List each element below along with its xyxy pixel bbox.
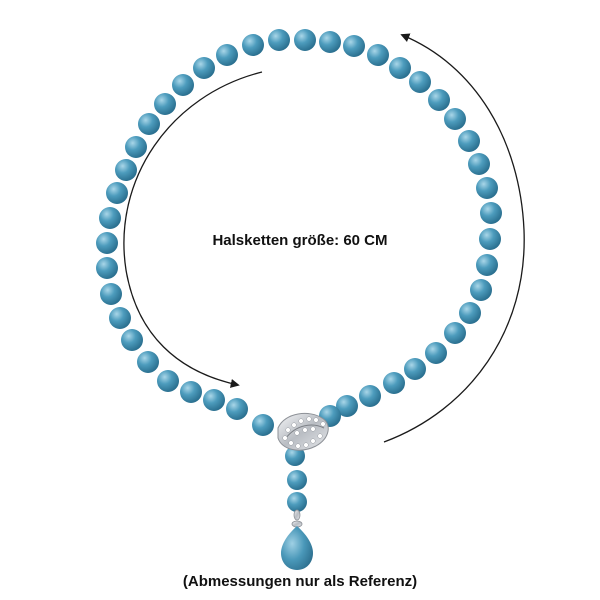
pearl-bead bbox=[343, 35, 365, 57]
pearl-bead bbox=[319, 31, 341, 53]
pearl-bead bbox=[480, 202, 502, 224]
pearl-bead bbox=[470, 279, 492, 301]
pearl-bead bbox=[242, 34, 264, 56]
right-measure-arrow bbox=[383, 33, 525, 443]
pearl-bead bbox=[154, 93, 176, 115]
pearl-bead bbox=[100, 283, 122, 305]
pearl-bead bbox=[367, 44, 389, 66]
pearl-bead bbox=[203, 389, 225, 411]
pearl-bead bbox=[409, 71, 431, 93]
pendant-link bbox=[291, 509, 303, 528]
pearl-bead bbox=[252, 414, 274, 436]
pearl-bead bbox=[458, 130, 480, 152]
clasp bbox=[277, 412, 329, 451]
pearl-bead bbox=[468, 153, 490, 175]
pearl-bead bbox=[476, 254, 498, 276]
pearl-bead bbox=[193, 57, 215, 79]
pearl-bead bbox=[479, 228, 501, 250]
pearl-bead bbox=[268, 29, 290, 51]
pearl-bead bbox=[121, 329, 143, 351]
pearl-bead bbox=[106, 182, 128, 204]
necklace-size-label: Halsketten größe: 60 CM bbox=[212, 232, 388, 249]
pearl-bead bbox=[428, 89, 450, 111]
pearl-bead bbox=[96, 257, 118, 279]
pearl-bead bbox=[216, 44, 238, 66]
pearl-bead bbox=[285, 446, 305, 466]
pearl-bead bbox=[359, 385, 381, 407]
pearl-bead bbox=[287, 470, 307, 490]
pearl-bead bbox=[180, 381, 202, 403]
teardrop-pendant bbox=[281, 526, 313, 570]
pearl-bead bbox=[109, 307, 131, 329]
pearl-bead bbox=[444, 322, 466, 344]
pearl-bead bbox=[226, 398, 248, 420]
pearl-bead bbox=[125, 136, 147, 158]
pearl-bead bbox=[404, 358, 426, 380]
pearl-bead bbox=[444, 108, 466, 130]
pearl-bead bbox=[425, 342, 447, 364]
pearl-bead bbox=[99, 207, 121, 229]
reference-note: (Abmessungen nur als Referenz) bbox=[182, 573, 418, 590]
pearl-bead bbox=[294, 29, 316, 51]
pearl-bead bbox=[157, 370, 179, 392]
pearl-bead bbox=[389, 57, 411, 79]
necklace-strand bbox=[96, 29, 502, 512]
pearl-bead bbox=[172, 74, 194, 96]
pearl-bead bbox=[336, 395, 358, 417]
pearl-bead bbox=[96, 232, 118, 254]
pearl-bead bbox=[287, 492, 307, 512]
pearl-bead bbox=[137, 351, 159, 373]
pearl-bead bbox=[115, 159, 137, 181]
pearl-bead bbox=[476, 177, 498, 199]
left-measure-arrow bbox=[123, 71, 263, 388]
pearl-bead bbox=[138, 113, 160, 135]
pearl-bead bbox=[383, 372, 405, 394]
pearl-bead bbox=[459, 302, 481, 324]
